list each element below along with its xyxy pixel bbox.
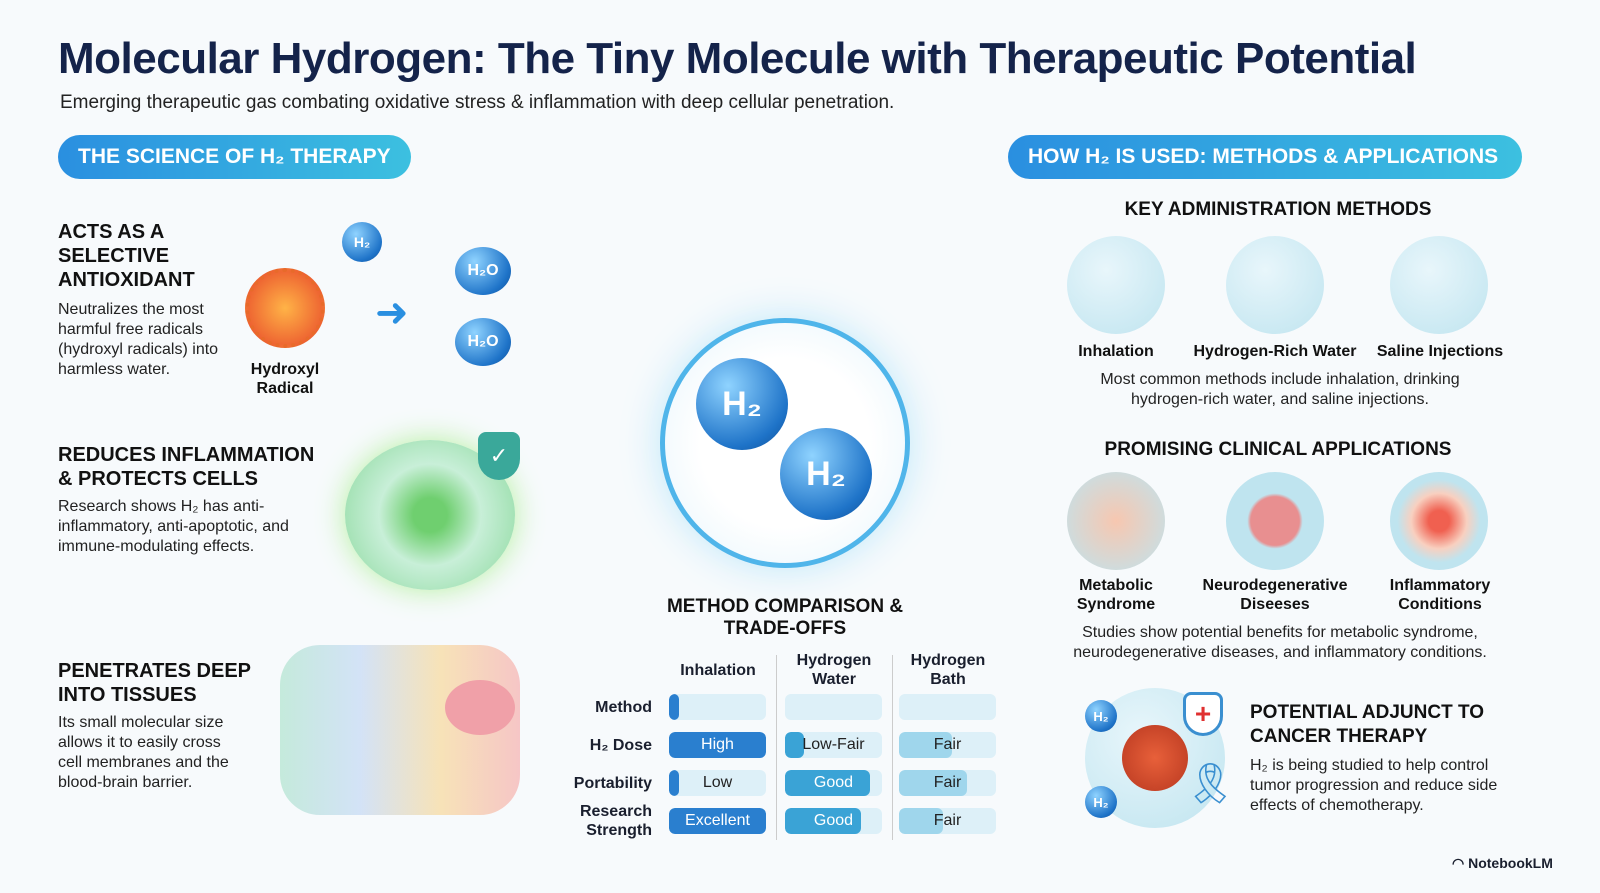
comparison-column-header: Hydrogen Bath xyxy=(910,652,986,688)
comparison-bar-fill xyxy=(669,694,679,720)
brand-name: NotebookLM xyxy=(1468,855,1553,871)
hydroxyl-radical-icon xyxy=(245,268,325,348)
method-label: Inhalation xyxy=(1078,343,1154,360)
page-title: Molecular Hydrogen: The Tiny Molecule wi… xyxy=(58,34,1417,83)
comparison-bar: Fair xyxy=(899,770,996,796)
h2-molecule-hero xyxy=(660,318,910,568)
comparison-bar-value: Excellent xyxy=(685,812,750,829)
application-label: Inflammatory Conditions xyxy=(1389,577,1491,613)
heart-torso-icon xyxy=(1067,472,1165,570)
methods-section-pill: HOW H₂ IS USED: METHODS & APPLICATIONS xyxy=(1008,135,1522,179)
comparison-bar-value: Good xyxy=(813,812,854,829)
h2-molecule-icon: H₂ xyxy=(1085,700,1117,732)
comparison-bar-value: Low-Fair xyxy=(802,736,865,753)
h2-molecule-icon: H₂ xyxy=(342,222,382,262)
comparison-bar: Excellent xyxy=(669,808,766,834)
comparison-bar-value: Fair xyxy=(933,736,962,753)
comparison-row-label: H₂ Dose xyxy=(589,737,652,754)
comparison-row-label: Portability xyxy=(573,775,652,792)
applications-text: Studies show potential benefits for meta… xyxy=(1073,624,1487,661)
penetration-heading: PENETRATES DEEP INTO TISSUES xyxy=(58,660,251,706)
comparison-bar: Fair xyxy=(899,808,996,834)
application-label: Metabolic Syndrome xyxy=(1076,577,1156,613)
application-label: Neurodegenerative Diseeses xyxy=(1202,577,1348,613)
inflamed-joint-icon xyxy=(1390,472,1488,570)
comparison-bar: Good xyxy=(785,808,882,834)
comparison-bar: Good xyxy=(785,770,882,796)
method-label: Saline Injections xyxy=(1376,343,1504,360)
comparison-bar-fill xyxy=(899,770,967,796)
inhalation-mask-icon xyxy=(1067,236,1165,334)
cancer-heading: POTENTIAL ADJUNCT TO CANCER THERAPY xyxy=(1250,702,1484,747)
comparison-bar xyxy=(669,694,766,720)
cancer-text: H₂ is being studied to help control tumo… xyxy=(1250,757,1498,814)
syringe-icon xyxy=(1390,236,1488,334)
medical-shield-icon: + xyxy=(1183,692,1223,736)
brain-icon xyxy=(445,680,515,735)
comparison-bar xyxy=(785,694,882,720)
comparison-bar-value: Fair xyxy=(933,812,962,829)
comparison-bar-fill xyxy=(785,732,805,758)
comparison-bar-fill xyxy=(669,808,766,834)
comparison-bar-fill xyxy=(785,808,861,834)
comparison-bar: Low xyxy=(669,770,766,796)
methods-heading: KEY ADMINISTRATION METHODS xyxy=(1124,199,1432,220)
brain-network-icon xyxy=(1226,472,1324,570)
antioxidant-text: Neutralizes the most harmful free radica… xyxy=(58,301,219,378)
inflammation-heading: REDUCES INFLAMMATION & PROTECTS CELLS xyxy=(58,444,315,490)
comparison-row-label: Method xyxy=(595,699,652,716)
antioxidant-heading: ACTS AS A SELECTIVE ANTIOXIDANT xyxy=(58,221,195,291)
hydrogen-atom-icon: H₂ xyxy=(780,428,872,520)
comparison-column-header: Hydrogen Water xyxy=(796,652,872,688)
comparison-bar-value: Fair xyxy=(933,774,962,791)
h2-molecule-icon: H₂ xyxy=(1085,786,1117,818)
methods-text: Most common methods include inhalation, … xyxy=(1100,371,1460,408)
hydroxyl-radical-label: Hydroxyl Radical xyxy=(250,361,320,397)
comparison-column-header: Inhalation xyxy=(680,662,756,679)
comparison-bar: High xyxy=(669,732,766,758)
comparison-bar-fill xyxy=(899,808,943,834)
comparison-row-label: Research Strength xyxy=(579,803,652,839)
comparison-bar-fill xyxy=(785,770,871,796)
arrow-icon: ➜ xyxy=(375,291,409,335)
page-subtitle: Emerging therapeutic gas combating oxida… xyxy=(60,92,895,113)
comparison-bar: Fair xyxy=(899,732,996,758)
comparison-bar-fill xyxy=(899,732,953,758)
brand-logo: ◠ NotebookLM xyxy=(1452,855,1553,871)
comparison-bar xyxy=(899,694,996,720)
inflammation-text: Research shows H₂ has anti-inflammatory,… xyxy=(58,498,289,555)
comparison-bar-fill xyxy=(669,732,766,758)
comparison-bar-value: High xyxy=(701,736,734,753)
method-label: Hydrogen-Rich Water xyxy=(1193,343,1357,360)
column-divider xyxy=(776,655,777,840)
tumor-icon xyxy=(1122,725,1188,791)
comparison-bar-fill xyxy=(669,770,679,796)
comparison-title: METHOD COMPARISON & TRADE-OFFS xyxy=(666,596,904,639)
penetration-text: Its small molecular size allows it to ea… xyxy=(58,714,229,791)
water-bottle-icon xyxy=(1226,236,1324,334)
water-molecule-icon: H₂O xyxy=(455,318,511,366)
hydrogen-atom-icon: H₂ xyxy=(696,358,788,450)
awareness-ribbon-icon: 🎗 xyxy=(1185,762,1236,806)
water-molecule-icon: H₂O xyxy=(455,247,511,295)
applications-heading: PROMISING CLINICAL APPLICATIONS xyxy=(1104,439,1452,460)
comparison-bar: Low-Fair xyxy=(785,732,882,758)
shield-check-icon: ✓ xyxy=(478,432,520,480)
science-section-pill: THE SCIENCE OF H₂ THERAPY xyxy=(58,135,411,179)
column-divider xyxy=(892,655,893,840)
comparison-bar-value: Good xyxy=(813,774,854,791)
comparison-bar-value: Low xyxy=(702,774,733,791)
